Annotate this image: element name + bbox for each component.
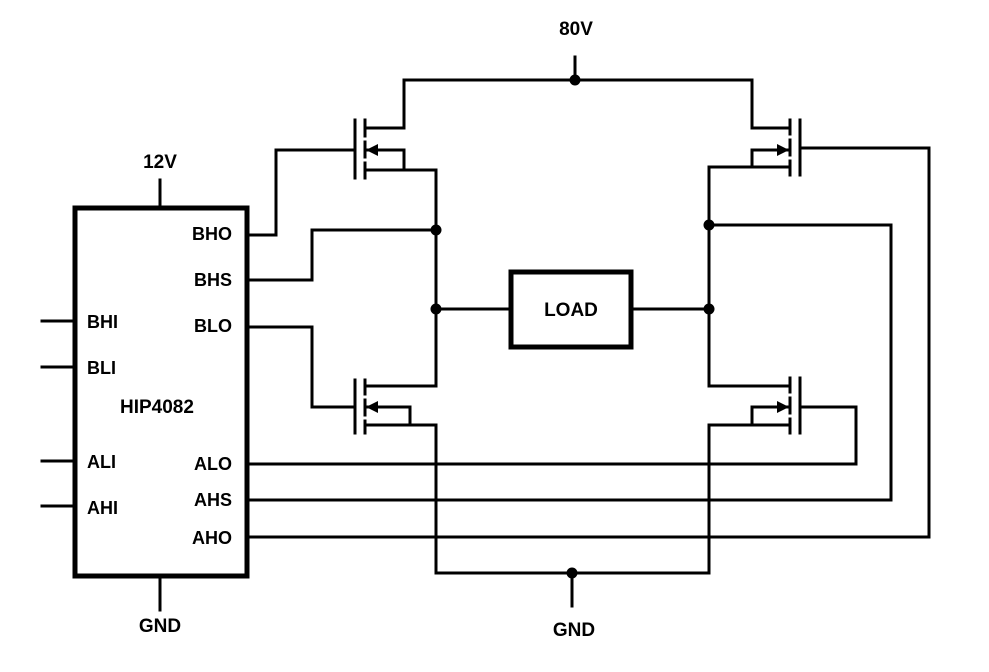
pin-bhs-label: BHS: [194, 270, 232, 290]
pin-bho-label: BHO: [192, 224, 232, 244]
pin-aho-label: AHO: [192, 528, 232, 548]
ic-right-pin-wires: [246, 148, 931, 539]
pin-alo-label: ALO: [194, 454, 232, 474]
load-block: LOAD: [508, 269, 634, 350]
pin-ahi-label: AHI: [87, 498, 118, 518]
bridge-ground-label: GND: [553, 620, 595, 641]
ic-left-pins: [40, 319, 76, 508]
hip4082-ic: HIP4082: [72, 178, 250, 612]
supply-80v-rail: [363, 55, 792, 130]
pin-blo-label: BLO: [194, 316, 232, 336]
pin-ahs-label: AHS: [194, 490, 232, 510]
ic-name: HIP4082: [120, 397, 194, 418]
mosfet-a-low: [707, 376, 858, 466]
ground-node-dot: [566, 567, 578, 579]
supply-node-dot: [569, 74, 581, 86]
left-bridge-node: [430, 168, 512, 388]
mosfet-a-high: [707, 118, 931, 539]
mosfet-b-low: [353, 378, 438, 435]
ic-ground-label: GND: [139, 616, 181, 637]
logic-voltage-label: 12V: [143, 152, 177, 173]
load-label: LOAD: [544, 300, 598, 321]
pin-ali-label: ALI: [87, 452, 116, 472]
mosfet-b-high: [274, 118, 438, 180]
pin-bhi-label: BHI: [87, 312, 118, 332]
pin-bli-label: BLI: [87, 358, 116, 378]
ground-rail: [434, 423, 711, 608]
supply-voltage-label: 80V: [559, 19, 593, 40]
right-bridge-node: [631, 165, 715, 388]
